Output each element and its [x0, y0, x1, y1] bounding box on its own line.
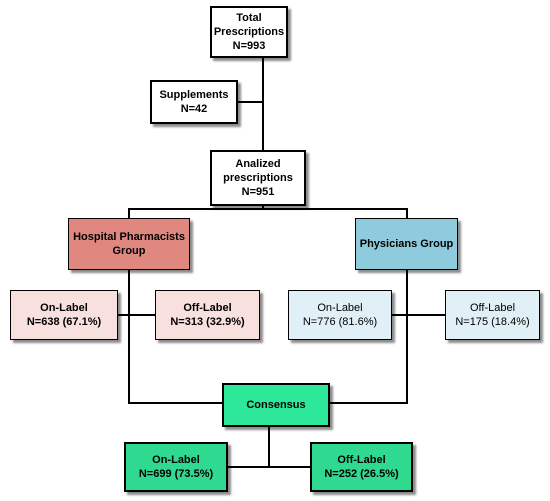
consensus-on-label-title: On-Label: [152, 454, 200, 466]
connector-hospital-down: [128, 270, 130, 403]
physicians-on-label-count: N=776 (81.6%): [302, 316, 378, 328]
consensus-off-label-title: Off-Label: [337, 454, 386, 466]
consensus-on-label-count: N=699 (73.5%): [138, 468, 214, 480]
connector-physicians-down: [406, 270, 408, 403]
hospital-off-label-title: Off-Label: [183, 302, 232, 314]
connector-to-consensus-right: [330, 402, 408, 404]
supplements-count: N=42: [180, 103, 208, 115]
analized-count: N=951: [241, 186, 275, 198]
physicians-on-label-title: On-Label: [317, 302, 363, 314]
connector-consensus-down: [268, 427, 270, 468]
physicians-off-label-title: Off-Label: [469, 302, 516, 314]
physicians-on-label-box: On-Label N=776 (81.6%): [288, 290, 392, 340]
consensus-box: Consensus: [222, 383, 330, 427]
analized-prescriptions-box: Analized prescriptions N=951: [210, 150, 306, 206]
physicians-off-label-count: N=175 (18.4%): [455, 316, 530, 328]
analized-title-line2: prescriptions: [223, 172, 293, 184]
connector-physicians-sublabels: [392, 314, 445, 316]
connector-to-hospital: [128, 208, 130, 218]
hospital-title-line2: Group: [112, 245, 146, 257]
connector-total-to-analized: [262, 58, 264, 150]
hospital-pharmacists-box: Hospital Pharmacists Group: [68, 218, 190, 270]
total-prescriptions-title: Total Prescriptions: [213, 12, 285, 38]
total-prescriptions-box: Total Prescriptions N=993: [210, 6, 288, 58]
connector-analized-down: [262, 206, 264, 209]
connector-supplements: [238, 101, 263, 103]
supplements-box: Supplements N=42: [150, 80, 238, 124]
hospital-off-label-box: Off-Label N=313 (32.9%): [155, 290, 260, 340]
connector-hospital-sublabels: [118, 314, 155, 316]
hospital-title-line1: Hospital Pharmacists: [73, 231, 185, 243]
connector-to-consensus-left: [128, 402, 222, 404]
consensus-on-label-box: On-Label N=699 (73.5%): [124, 442, 228, 492]
connector-to-physicians: [406, 208, 408, 218]
physicians-off-label-box: Off-Label N=175 (18.4%): [445, 290, 540, 340]
total-prescriptions-count: N=993: [232, 40, 266, 52]
consensus-off-label-count: N=252 (26.5%): [324, 468, 399, 480]
consensus-off-label-box: Off-Label N=252 (26.5%): [310, 442, 413, 492]
supplements-title: Supplements: [159, 89, 229, 101]
connector-branch-top: [128, 208, 408, 210]
consensus-title: Consensus: [246, 399, 306, 411]
connector-consensus-sublabels: [228, 466, 310, 468]
hospital-off-label-count: N=313 (32.9%): [170, 316, 245, 328]
physicians-group-box: Physicians Group: [355, 218, 458, 270]
hospital-on-label-count: N=638 (67.1%): [26, 316, 102, 328]
hospital-on-label-box: On-Label N=638 (67.1%): [10, 290, 118, 340]
hospital-on-label-title: On-Label: [40, 302, 88, 314]
physicians-title: Physicians Group: [359, 238, 454, 250]
analized-title-line1: Analized: [235, 158, 281, 170]
